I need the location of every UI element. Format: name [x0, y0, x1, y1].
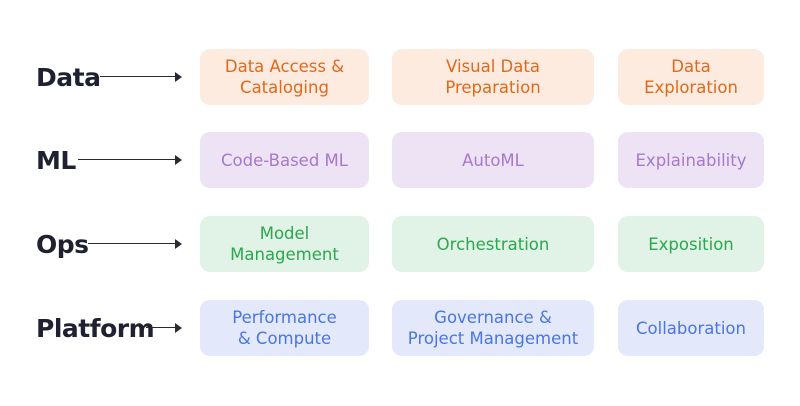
box-visual-data-preparation: Visual Data Preparation [392, 49, 594, 105]
row-label-platform: Platform [36, 313, 155, 343]
box-data-access-cataloging: Data Access & Cataloging [200, 49, 369, 105]
arrow-right-icon [88, 238, 182, 250]
box-collaboration: Collaboration [618, 300, 764, 356]
box-orchestration: Orchestration [392, 216, 594, 272]
box-data-exploration: Data Exploration [618, 49, 764, 105]
box-code-based-ml: Code-Based ML [200, 132, 369, 188]
arrow-right-icon [146, 322, 182, 334]
arrow-right-icon [100, 71, 182, 83]
box-automl: AutoML [392, 132, 594, 188]
row-label-data: Data [36, 62, 101, 92]
row-label-ops: Ops [36, 229, 89, 259]
box-explainability: Explainability [618, 132, 764, 188]
box-governance-project-management: Governance & Project Management [392, 300, 594, 356]
box-performance-compute: Performance & Compute [200, 300, 369, 356]
row-label-ml: ML [36, 145, 76, 175]
arrow-right-icon [78, 154, 182, 166]
box-model-management: Model Management [200, 216, 369, 272]
box-exposition: Exposition [618, 216, 764, 272]
